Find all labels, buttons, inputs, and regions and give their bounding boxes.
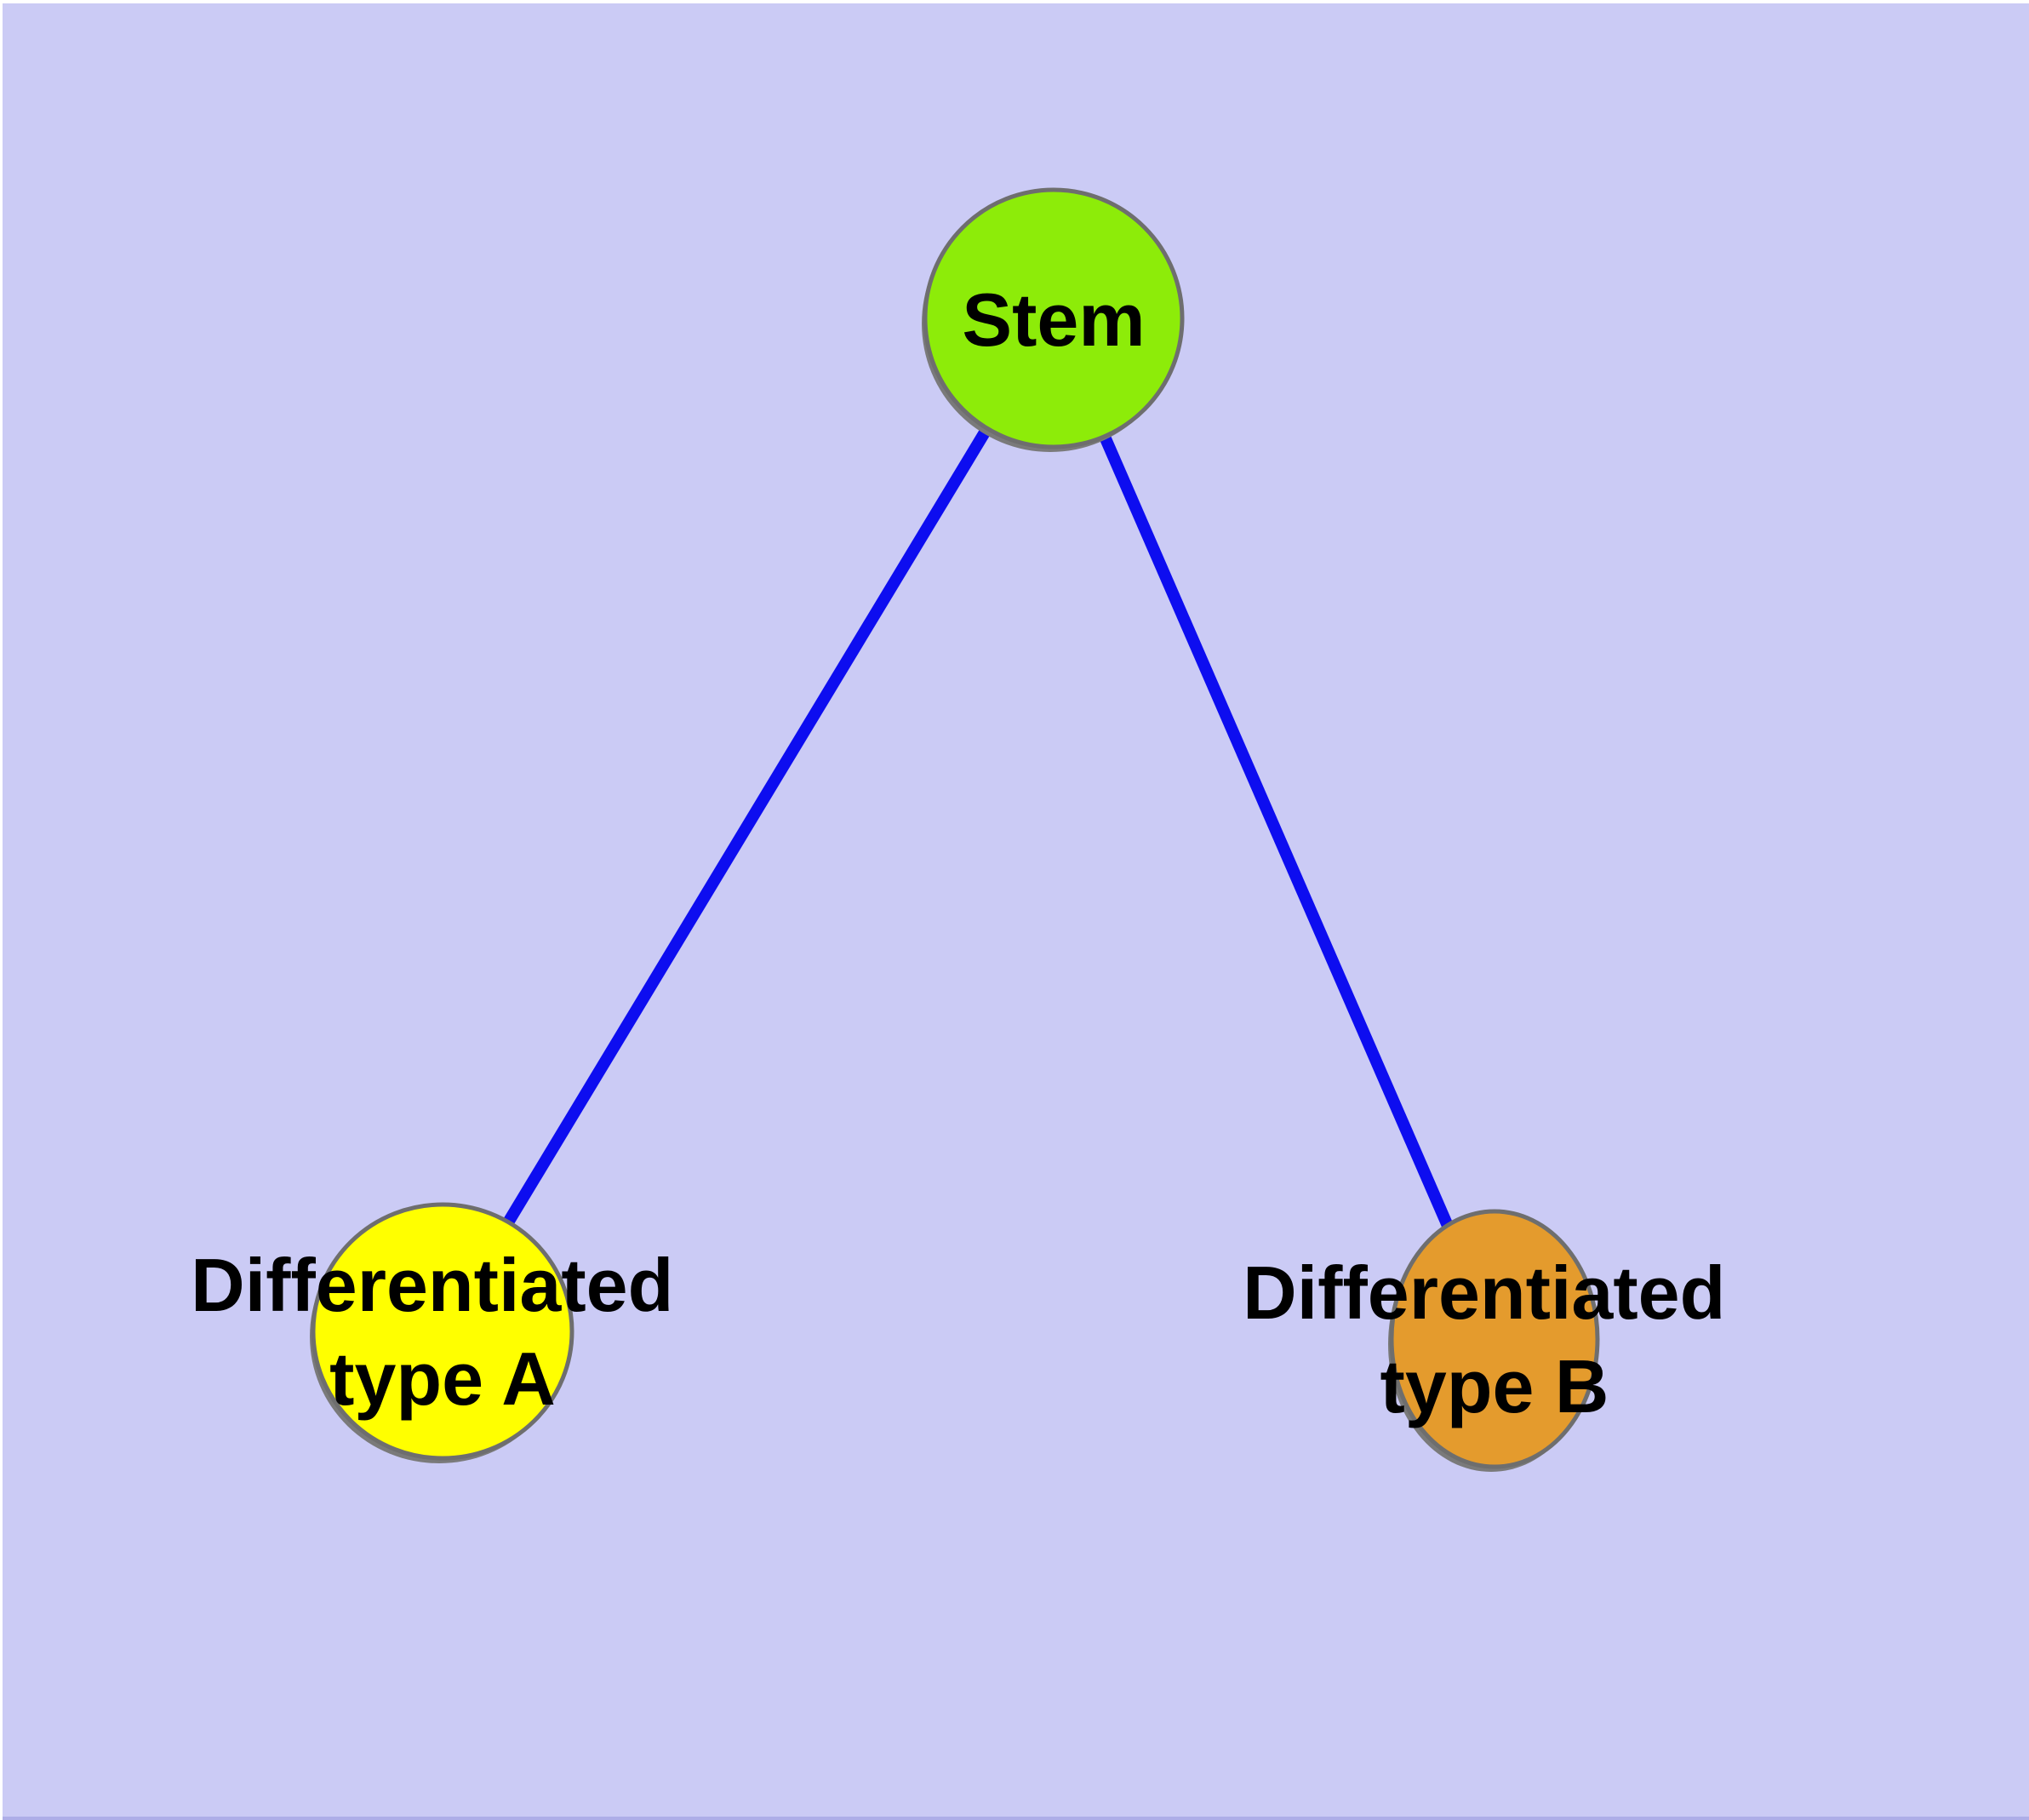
node-type-b-label-line2: type B: [1380, 1344, 1609, 1428]
node-type-b-circle: [1389, 1209, 1600, 1469]
canvas-bottom-edge: [3, 1817, 2029, 1820]
node-type-a-label: Differentiated type A: [191, 1243, 694, 1421]
node-differentiated-type-a: Differentiated type A: [191, 1202, 694, 1463]
edge-stem-to-type-a: [503, 425, 992, 1226]
edge-layer: [503, 425, 1454, 1228]
node-type-a-label-line1: Differentiated: [191, 1243, 673, 1327]
node-differentiated-type-b: Differentiated type B: [1243, 1209, 1746, 1472]
edge-stem-to-type-b: [1099, 434, 1454, 1228]
node-type-b-label-line1: Differentiated: [1243, 1251, 1725, 1335]
node-type-a-label-line2: type A: [329, 1336, 556, 1421]
node-stem-label: Stem: [962, 278, 1145, 362]
node-stem: Stem: [922, 187, 1185, 452]
node-stem-circle: [923, 187, 1185, 449]
node-type-a-circle: [311, 1202, 574, 1461]
node-type-b-label: Differentiated type B: [1243, 1251, 1746, 1428]
